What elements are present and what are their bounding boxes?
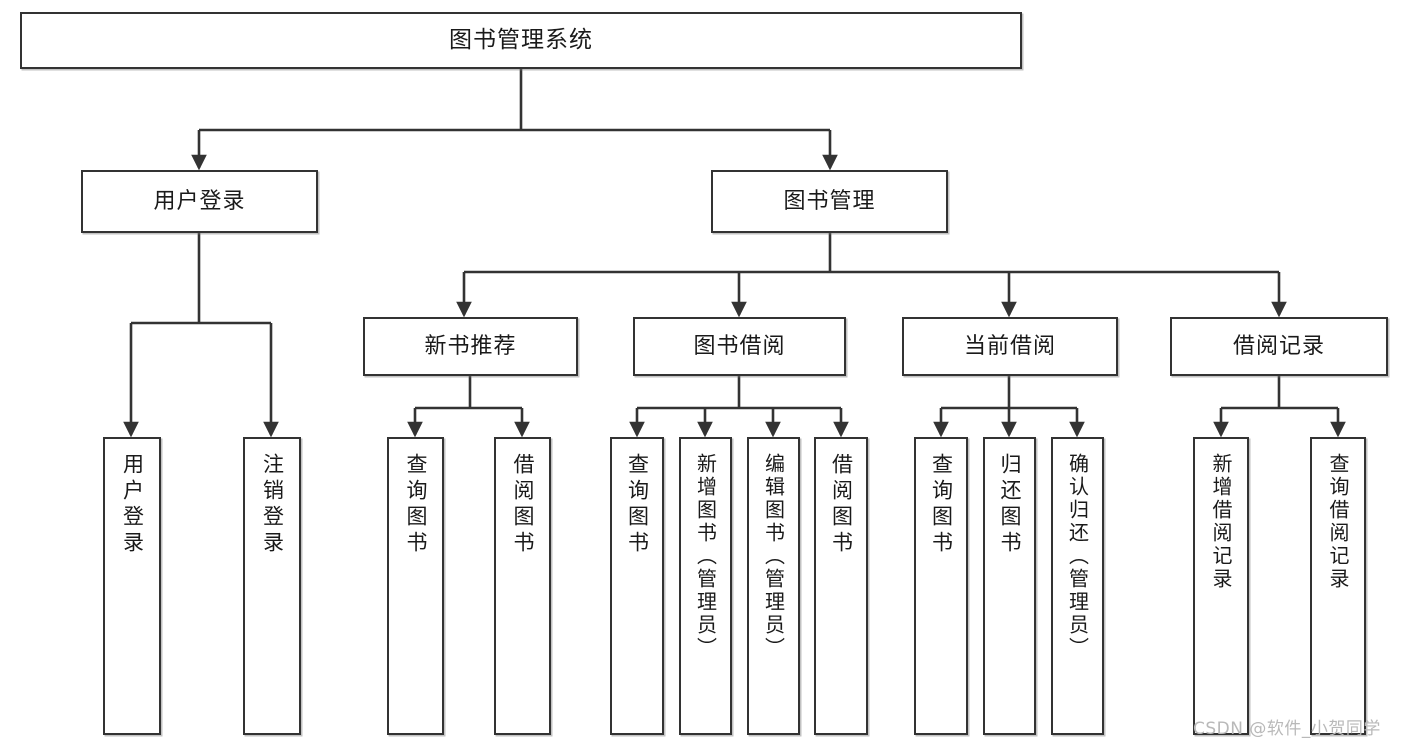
- node-leaf-current-return-book[interactable]: 归还图书: [983, 437, 1036, 735]
- node-leaf-current-confirm-return-admin[interactable]: 确认归还（管理员）: [1051, 437, 1104, 735]
- node-new-book-recommend-label: 新书推荐: [424, 333, 517, 359]
- node-leaf-current-query-book[interactable]: 查询图书: [914, 437, 968, 735]
- node-current-borrow-label: 当前借阅: [963, 333, 1056, 359]
- node-book-borrow[interactable]: 图书借阅: [633, 317, 846, 376]
- node-leaf-current-query-book-label: 查询图书: [929, 453, 954, 557]
- node-leaf-borrow-edit-book-admin[interactable]: 编辑图书（管理员）: [747, 437, 800, 735]
- node-leaf-newbook-borrow-book-label: 借阅图书: [511, 453, 536, 557]
- node-leaf-user-login-label: 用户登录: [120, 453, 145, 557]
- node-book-management-label: 图书管理: [783, 188, 876, 214]
- node-leaf-record-query-record-label: 查询借阅记录: [1326, 453, 1350, 591]
- node-leaf-record-add-record[interactable]: 新增借阅记录: [1193, 437, 1249, 735]
- node-leaf-borrow-edit-book-admin-label: 编辑图书（管理员）: [761, 453, 786, 660]
- node-leaf-record-add-record-label: 新增借阅记录: [1209, 453, 1233, 591]
- node-leaf-borrow-query-book[interactable]: 查询图书: [610, 437, 664, 735]
- node-leaf-current-confirm-return-admin-label: 确认归还（管理员）: [1065, 453, 1090, 660]
- node-leaf-current-return-book-label: 归还图书: [998, 453, 1023, 557]
- node-leaf-logout[interactable]: 注销登录: [243, 437, 301, 735]
- node-user-login[interactable]: 用户登录: [81, 170, 318, 233]
- node-borrow-record[interactable]: 借阅记录: [1170, 317, 1388, 376]
- node-user-login-label: 用户登录: [153, 188, 246, 214]
- node-borrow-record-label: 借阅记录: [1232, 333, 1325, 359]
- node-leaf-borrow-borrow-book-label: 借阅图书: [829, 453, 854, 557]
- node-leaf-borrow-add-book-admin-label: 新增图书（管理员）: [693, 453, 718, 660]
- node-leaf-borrow-borrow-book[interactable]: 借阅图书: [814, 437, 868, 735]
- node-book-management[interactable]: 图书管理: [711, 170, 948, 233]
- node-root-label: 图书管理系统: [449, 27, 593, 54]
- node-leaf-record-query-record[interactable]: 查询借阅记录: [1310, 437, 1366, 735]
- node-leaf-user-login[interactable]: 用户登录: [103, 437, 161, 735]
- node-leaf-newbook-query-book-label: 查询图书: [404, 453, 429, 557]
- node-current-borrow[interactable]: 当前借阅: [902, 317, 1118, 376]
- node-leaf-newbook-query-book[interactable]: 查询图书: [387, 437, 444, 735]
- node-leaf-newbook-borrow-book[interactable]: 借阅图书: [494, 437, 551, 735]
- node-root-book-management-system[interactable]: 图书管理系统: [20, 12, 1022, 69]
- node-leaf-borrow-add-book-admin[interactable]: 新增图书（管理员）: [679, 437, 732, 735]
- node-book-borrow-label: 图书借阅: [693, 333, 786, 359]
- watermark-text: CSDN @软件_小贺同学: [1193, 719, 1381, 739]
- node-leaf-logout-label: 注销登录: [260, 453, 285, 557]
- node-leaf-borrow-query-book-label: 查询图书: [625, 453, 650, 557]
- node-new-book-recommend[interactable]: 新书推荐: [363, 317, 578, 376]
